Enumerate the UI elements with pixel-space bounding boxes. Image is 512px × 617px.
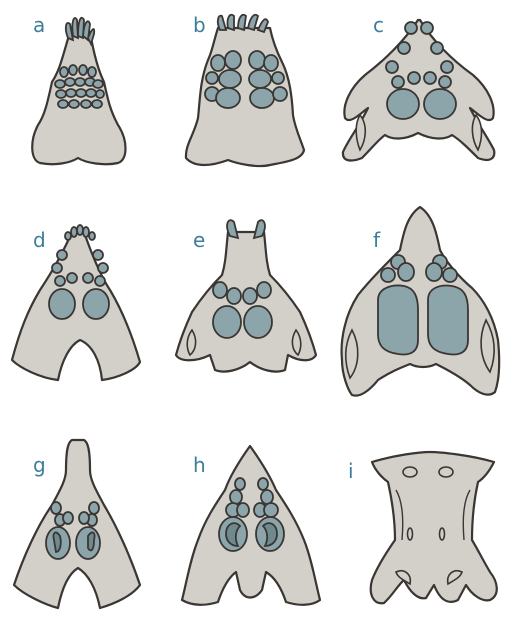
panel-h: h	[182, 446, 320, 605]
panel-b-digit-rods	[218, 15, 268, 32]
panel-f-right-large-pad	[428, 286, 468, 355]
panel-label-b: b	[193, 13, 206, 37]
panel-i-outline	[371, 452, 497, 603]
panel-g: g	[14, 440, 140, 608]
panel-e-left-digit	[227, 220, 238, 238]
panel-label-f: f	[373, 228, 381, 252]
panel-i: i	[348, 452, 497, 603]
panel-label-d: d	[33, 228, 46, 252]
panel-label-e: e	[193, 228, 205, 252]
panel-a-outline	[32, 32, 125, 164]
panel-label-g: g	[33, 453, 46, 477]
panel-d: d	[12, 225, 140, 380]
panel-e: e	[176, 220, 316, 371]
panel-f-left-large-pad	[378, 286, 418, 355]
panel-f: f	[342, 207, 500, 396]
panel-e-right-digit	[254, 220, 265, 238]
panel-g-right-inner-mark	[88, 533, 95, 551]
panel-d-outline	[12, 232, 140, 380]
panel-label-i: i	[348, 459, 354, 483]
panel-b: b	[186, 13, 304, 166]
panel-label-a: a	[33, 13, 45, 37]
panel-c-outline	[343, 20, 494, 160]
panel-c: c	[343, 13, 494, 160]
panel-f-outline	[342, 207, 500, 396]
panel-a: a	[32, 13, 125, 164]
panel-label-h: h	[193, 453, 206, 477]
panel-label-c: c	[373, 13, 384, 37]
